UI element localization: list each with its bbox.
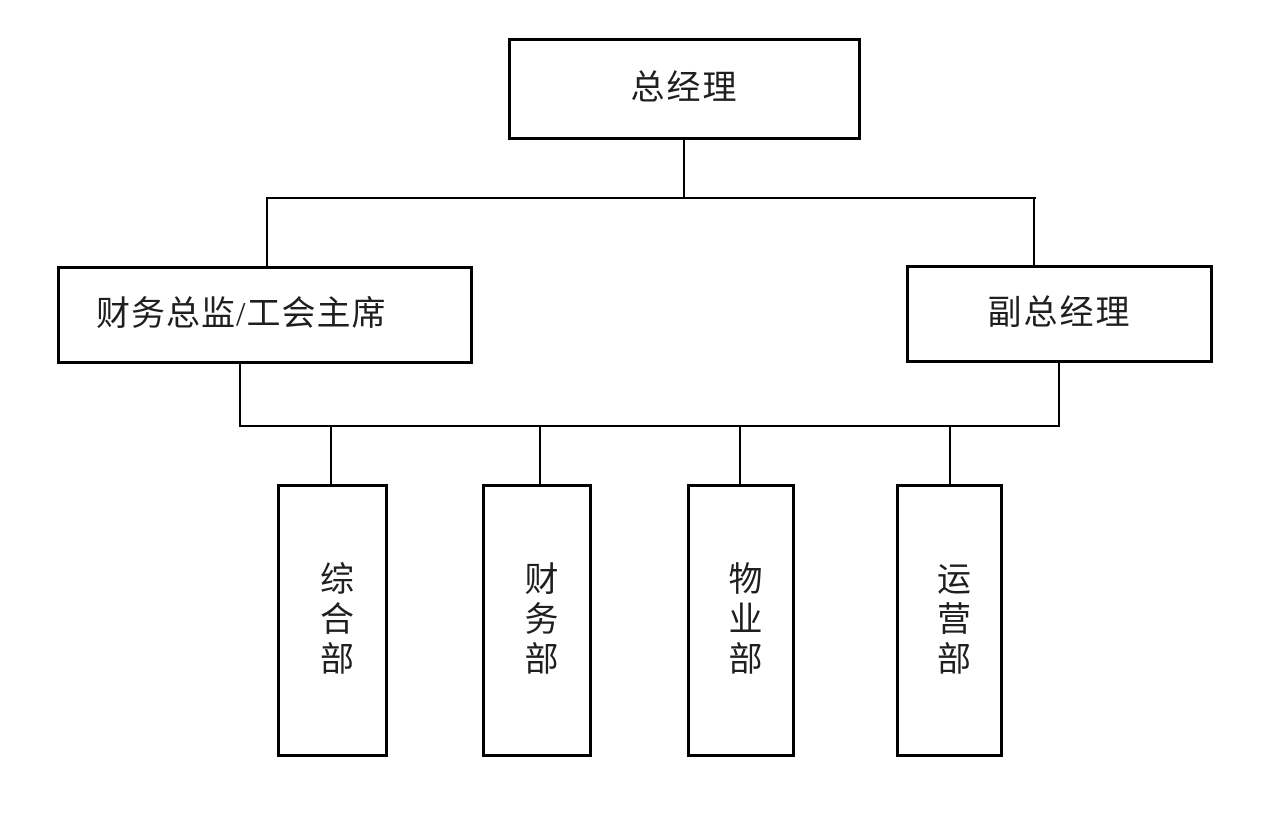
node-cfo-union-chair-label: 财务总监/工会主席 (96, 296, 387, 334)
connector-drop-to-department-0 (330, 425, 332, 485)
node-department-finance[interactable]: 财务部 (482, 484, 592, 757)
connector-cfo-stem (239, 364, 241, 427)
connector-level1-bus (267, 197, 1036, 199)
connector-drop-to-deputy-gm (1033, 197, 1035, 266)
connector-drop-to-department-1 (539, 425, 541, 485)
node-department-property-label: 物业部 (723, 560, 760, 681)
node-general-manager-label: 总经理 (630, 70, 739, 108)
node-department-general-affairs-label: 综合部 (314, 560, 352, 681)
node-general-manager[interactable]: 总经理 (508, 38, 861, 140)
connector-drop-to-department-3 (949, 425, 951, 485)
node-deputy-general-manager[interactable]: 副总经理 (906, 265, 1213, 363)
connector-gm-stem (683, 140, 685, 199)
connector-drop-to-department-2 (739, 425, 741, 485)
connector-drop-to-cfo (266, 197, 268, 267)
node-department-operations[interactable]: 运营部 (896, 484, 1003, 757)
connector-deputy-gm-stem (1058, 363, 1060, 427)
node-cfo-union-chair[interactable]: 财务总监/工会主席 (57, 266, 473, 364)
node-department-finance-label: 财务部 (519, 560, 556, 681)
node-deputy-general-manager-label: 副总经理 (987, 295, 1132, 333)
node-department-operations-label: 运营部 (931, 560, 969, 681)
node-department-property[interactable]: 物业部 (687, 484, 795, 757)
connector-level2-bus (239, 425, 1060, 427)
node-department-general-affairs[interactable]: 综合部 (277, 484, 388, 757)
